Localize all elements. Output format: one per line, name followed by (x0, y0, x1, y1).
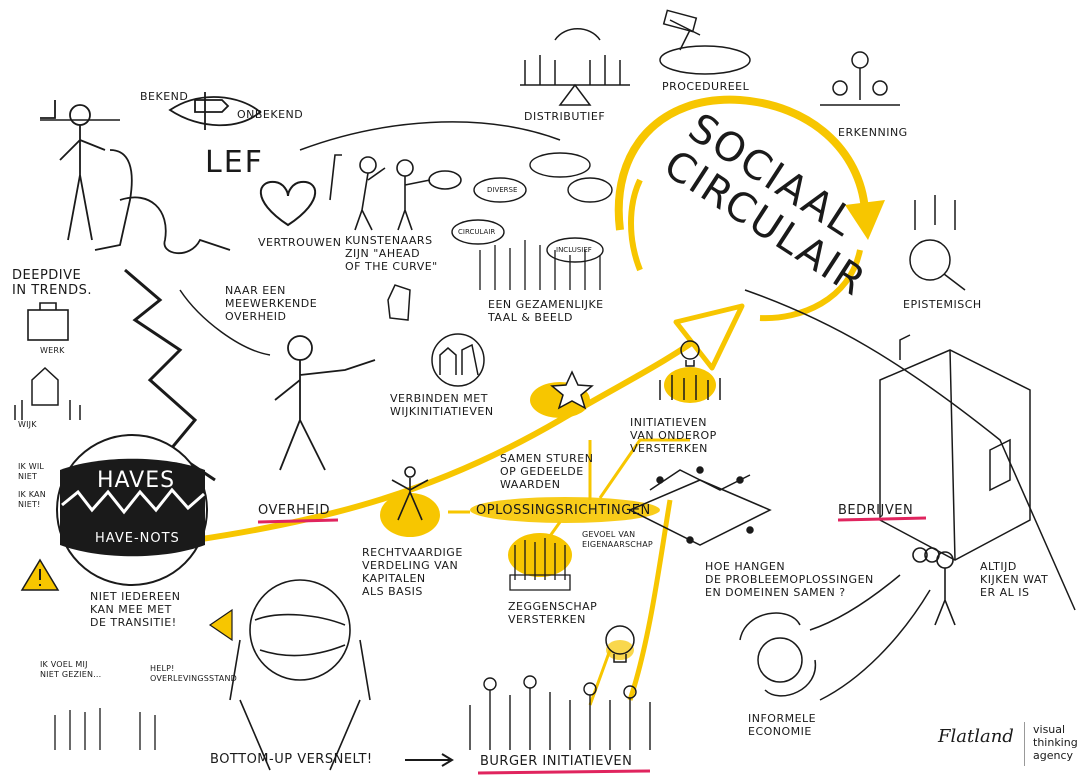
houses-icon (14, 366, 81, 420)
label-samen-sturen: SAMEN STUREN OP GEDEELDE WAARDEN (500, 452, 594, 491)
logo-separator (1024, 722, 1025, 766)
burger-arrow-up (627, 499, 673, 701)
haves-black-band (60, 458, 205, 557)
speech-bubbles-icon (451, 152, 613, 263)
path-line-overheid (179, 289, 271, 356)
raised-arms-figure-icon (391, 466, 429, 521)
star-icon (550, 370, 594, 410)
label-onbekend: ONBEKEND (237, 108, 304, 121)
lef-figure-icon (40, 100, 231, 255)
label-zeggenschap: ZEGGENSCHAP VERSTERKEN (508, 600, 598, 626)
signpost-icon (168, 92, 262, 130)
haves-zigzag (61, 487, 205, 515)
burger-lightbulb-icon (605, 625, 635, 663)
highlight-oplossing (470, 497, 660, 523)
bubble-circulair: CIRCULAIR (458, 228, 496, 236)
bubble-diverse: DIVERSE (487, 186, 518, 194)
label-oplossingsrichtingen: OPLOSSINGSRICHTINGEN (476, 503, 651, 518)
puzzle-network-icon (628, 466, 772, 546)
label-procedureel: PROCEDUREEL (662, 80, 750, 93)
path-line-top (40, 119, 561, 151)
globe-icon (229, 579, 371, 771)
label-niet-iedereen: NIET IEDEREEN KAN MEE MET DE TRANSITIE! (90, 590, 181, 629)
binoculars-person-icon (912, 547, 956, 626)
lightning-crack (124, 268, 216, 482)
erkenning-icon (820, 51, 900, 106)
arrow-bedrijven-1 (809, 574, 901, 631)
label-altijd: ALTIJD KIJKEN WAT ER AL IS (980, 560, 1049, 599)
label-deepdive: DEEPDIVE IN TRENDS. (12, 268, 92, 298)
label-help: HELP! OVERLEVINGSSTAND (150, 664, 238, 683)
label-verbinden: VERBINDEN MET WIJKINITIATIEVEN (390, 392, 494, 418)
zeggenschap-crowd-icon (509, 538, 571, 591)
neighborhood-icon (387, 284, 485, 387)
heart-icon (259, 180, 317, 227)
underline-overheid (257, 518, 339, 524)
label-wijk: WIJK (18, 420, 37, 429)
label-ik-kan-niet: IK KAN NIET! (18, 490, 46, 509)
label-bottom-up: BOTTOM-UP VERSNELT! (210, 752, 373, 767)
label-meewerkende: NAAR EEN MEEWERKENDE OVERHEID (225, 284, 318, 323)
logo-brand: Flatland (938, 726, 1014, 747)
briefcase-icon (27, 302, 69, 341)
logo-tagline: visual thinking agency (1033, 723, 1078, 762)
label-vertrouwen: VERTROUWEN (258, 236, 342, 249)
main-yellow-arrowhead (673, 303, 745, 371)
oplossing-arrow-up (598, 438, 690, 499)
label-initiatieven: INITIATIEVEN VAN ONDEROP VERSTERKEN (630, 416, 717, 455)
underline-bedrijven (837, 516, 927, 522)
distributief-icon (520, 28, 630, 106)
label-werk: WERK (40, 346, 65, 355)
highlight-initiatieven (664, 367, 716, 403)
lef-title: LEF (205, 145, 264, 180)
label-bedrijven: BEDRIJVEN (838, 503, 914, 518)
label-kunstenaars: KUNSTENAARS ZIJN "AHEAD OF THE CURVE" (345, 234, 438, 273)
flag-icon (208, 608, 233, 642)
crowd-icon (479, 240, 601, 290)
highlight-burger-bulb (606, 640, 634, 660)
circular-arrow-left (628, 178, 643, 272)
label-gezamenlijke: EEN GEZAMENLIJKE TAAL & BEELD (488, 298, 604, 324)
bottom-arrow-up (588, 649, 612, 706)
circular-arrow-outer-head (845, 200, 885, 240)
procedureel-icon (659, 9, 751, 75)
overheid-person-icon (274, 335, 376, 471)
label-burger: BURGER INITIATIEVEN (480, 754, 633, 769)
bubble-inclusief: INCLUSIEF (556, 246, 592, 254)
label-rechtvaardige: RECHTVAARDIGE VERDELING VAN KAPITALEN AL… (362, 546, 463, 598)
circular-arrow-lower (759, 249, 863, 322)
path-line-right (744, 289, 1076, 611)
label-have-nots: HAVE-NOTS (95, 531, 180, 546)
arrow-bottom-up (405, 753, 454, 767)
arrow-bedrijven-2 (819, 589, 931, 701)
label-gevoel: GEVOEL VAN EIGENAARSCHAP (582, 530, 653, 549)
label-erkenning: ERKENNING (838, 126, 908, 139)
flatland-logo: Flatland visual thinking agency (938, 720, 1078, 770)
label-ik-voel: IK VOEL MIJ NIET GEZIEN... (40, 660, 102, 679)
artists-icon (329, 154, 462, 231)
small-crowd-icon (54, 708, 156, 750)
epistemisch-icon (909, 195, 966, 291)
label-hoe-hangen: HOE HANGEN DE PROBLEEMOPLOSSINGEN EN DOM… (705, 560, 874, 599)
label-epistemisch: EPISTEMISCH (903, 298, 982, 311)
lightbulb-icon (659, 340, 721, 400)
label-haves: HAVES (97, 468, 176, 493)
label-informele: INFORMELE ECONOMIE (748, 712, 817, 738)
burger-crowd-icon (469, 675, 651, 750)
cycle-arrows-icon (739, 612, 816, 697)
highlight-zeggenschap (508, 533, 572, 577)
highlight-rechtvaardige (380, 493, 440, 537)
label-ik-wil-niet: IK WIL NIET (18, 462, 45, 481)
circular-arrow-outer (614, 95, 869, 231)
label-overheid: OVERHEID (258, 503, 330, 518)
label-bekend: BEKEND (140, 90, 189, 103)
underline-burger (477, 769, 651, 775)
label-distributief: DISTRIBUTIEF (524, 110, 606, 123)
